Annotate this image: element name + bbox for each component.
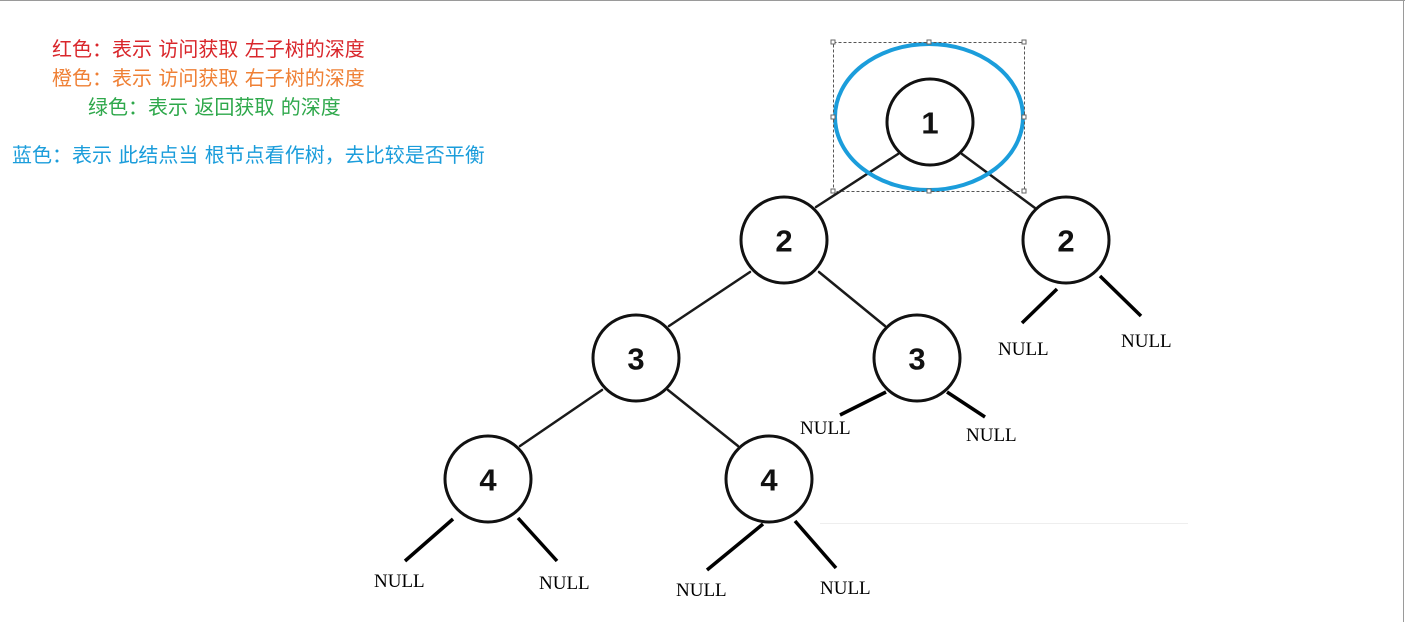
legend-green: 绿色：表示 返回获取 的深度	[88, 95, 341, 119]
tree-node-level4-right: 4	[724, 434, 814, 524]
edge-3-to-4-right	[666, 388, 740, 448]
selection-box[interactable]	[830, 39, 1027, 194]
node-label: 3	[627, 342, 644, 377]
resize-handle-bottom-right[interactable]	[1021, 188, 1027, 194]
edge-1-to-2-right	[960, 152, 1037, 210]
node-circle	[885, 77, 975, 167]
null-label: NULL	[374, 571, 425, 592]
null-edge	[516, 516, 559, 563]
node-circle	[443, 434, 533, 524]
null-label: NULL	[800, 418, 851, 439]
null-edge	[839, 390, 887, 417]
node-circle	[591, 313, 681, 403]
edge-2-to-3-left	[667, 270, 752, 328]
node-label: 1	[921, 106, 938, 141]
resize-handle-left[interactable]	[830, 114, 836, 120]
null-label: NULL	[820, 578, 871, 599]
resize-handle-right[interactable]	[1021, 114, 1027, 120]
edge-3-to-4-left	[518, 388, 604, 448]
edge-1-to-2-left	[814, 152, 900, 209]
tree-node-level4-left: 4	[443, 434, 533, 524]
node-circle	[1021, 195, 1111, 285]
tree-node-level3-left: 3	[591, 313, 681, 403]
null-edge	[403, 517, 455, 563]
null-edge	[1020, 287, 1059, 325]
null-label: NULL	[676, 580, 727, 601]
null-label: NULL	[966, 425, 1017, 446]
null-edge	[946, 390, 986, 419]
null-edge	[705, 522, 765, 572]
node-label: 4	[479, 463, 497, 498]
tree-node-root: 1	[885, 77, 975, 167]
node-label: 2	[1057, 224, 1074, 259]
null-edge	[793, 519, 838, 570]
legend-red: 红色：表示 访问获取 左子树的深度	[52, 37, 365, 61]
node-label: 4	[760, 463, 778, 498]
edge-2-to-3-right	[817, 270, 887, 328]
resize-handle-top[interactable]	[926, 39, 932, 45]
tree-node-level2-right: 2	[1021, 195, 1111, 285]
resize-handle-bottom-left[interactable]	[830, 188, 836, 194]
node-label: 3	[908, 342, 925, 377]
tree-node-level3-right: 3	[872, 313, 962, 403]
null-edge	[1098, 274, 1143, 318]
null-label: NULL	[1121, 331, 1172, 352]
legend-blue: 蓝色：表示 此结点当 根节点看作树，去比较是否平衡	[12, 143, 485, 167]
null-label: NULL	[998, 339, 1049, 360]
node-circle	[724, 434, 814, 524]
node-label: 2	[775, 224, 792, 259]
tree-node-level2-left: 2	[739, 195, 829, 285]
node-circle	[739, 195, 829, 285]
node-circle	[872, 313, 962, 403]
null-label: NULL	[539, 573, 590, 594]
resize-handle-top-left[interactable]	[830, 39, 836, 45]
legend-orange: 橙色：表示 访问获取 右子树的深度	[52, 66, 365, 90]
resize-handle-bottom[interactable]	[926, 188, 932, 194]
resize-handle-top-right[interactable]	[1021, 39, 1027, 45]
